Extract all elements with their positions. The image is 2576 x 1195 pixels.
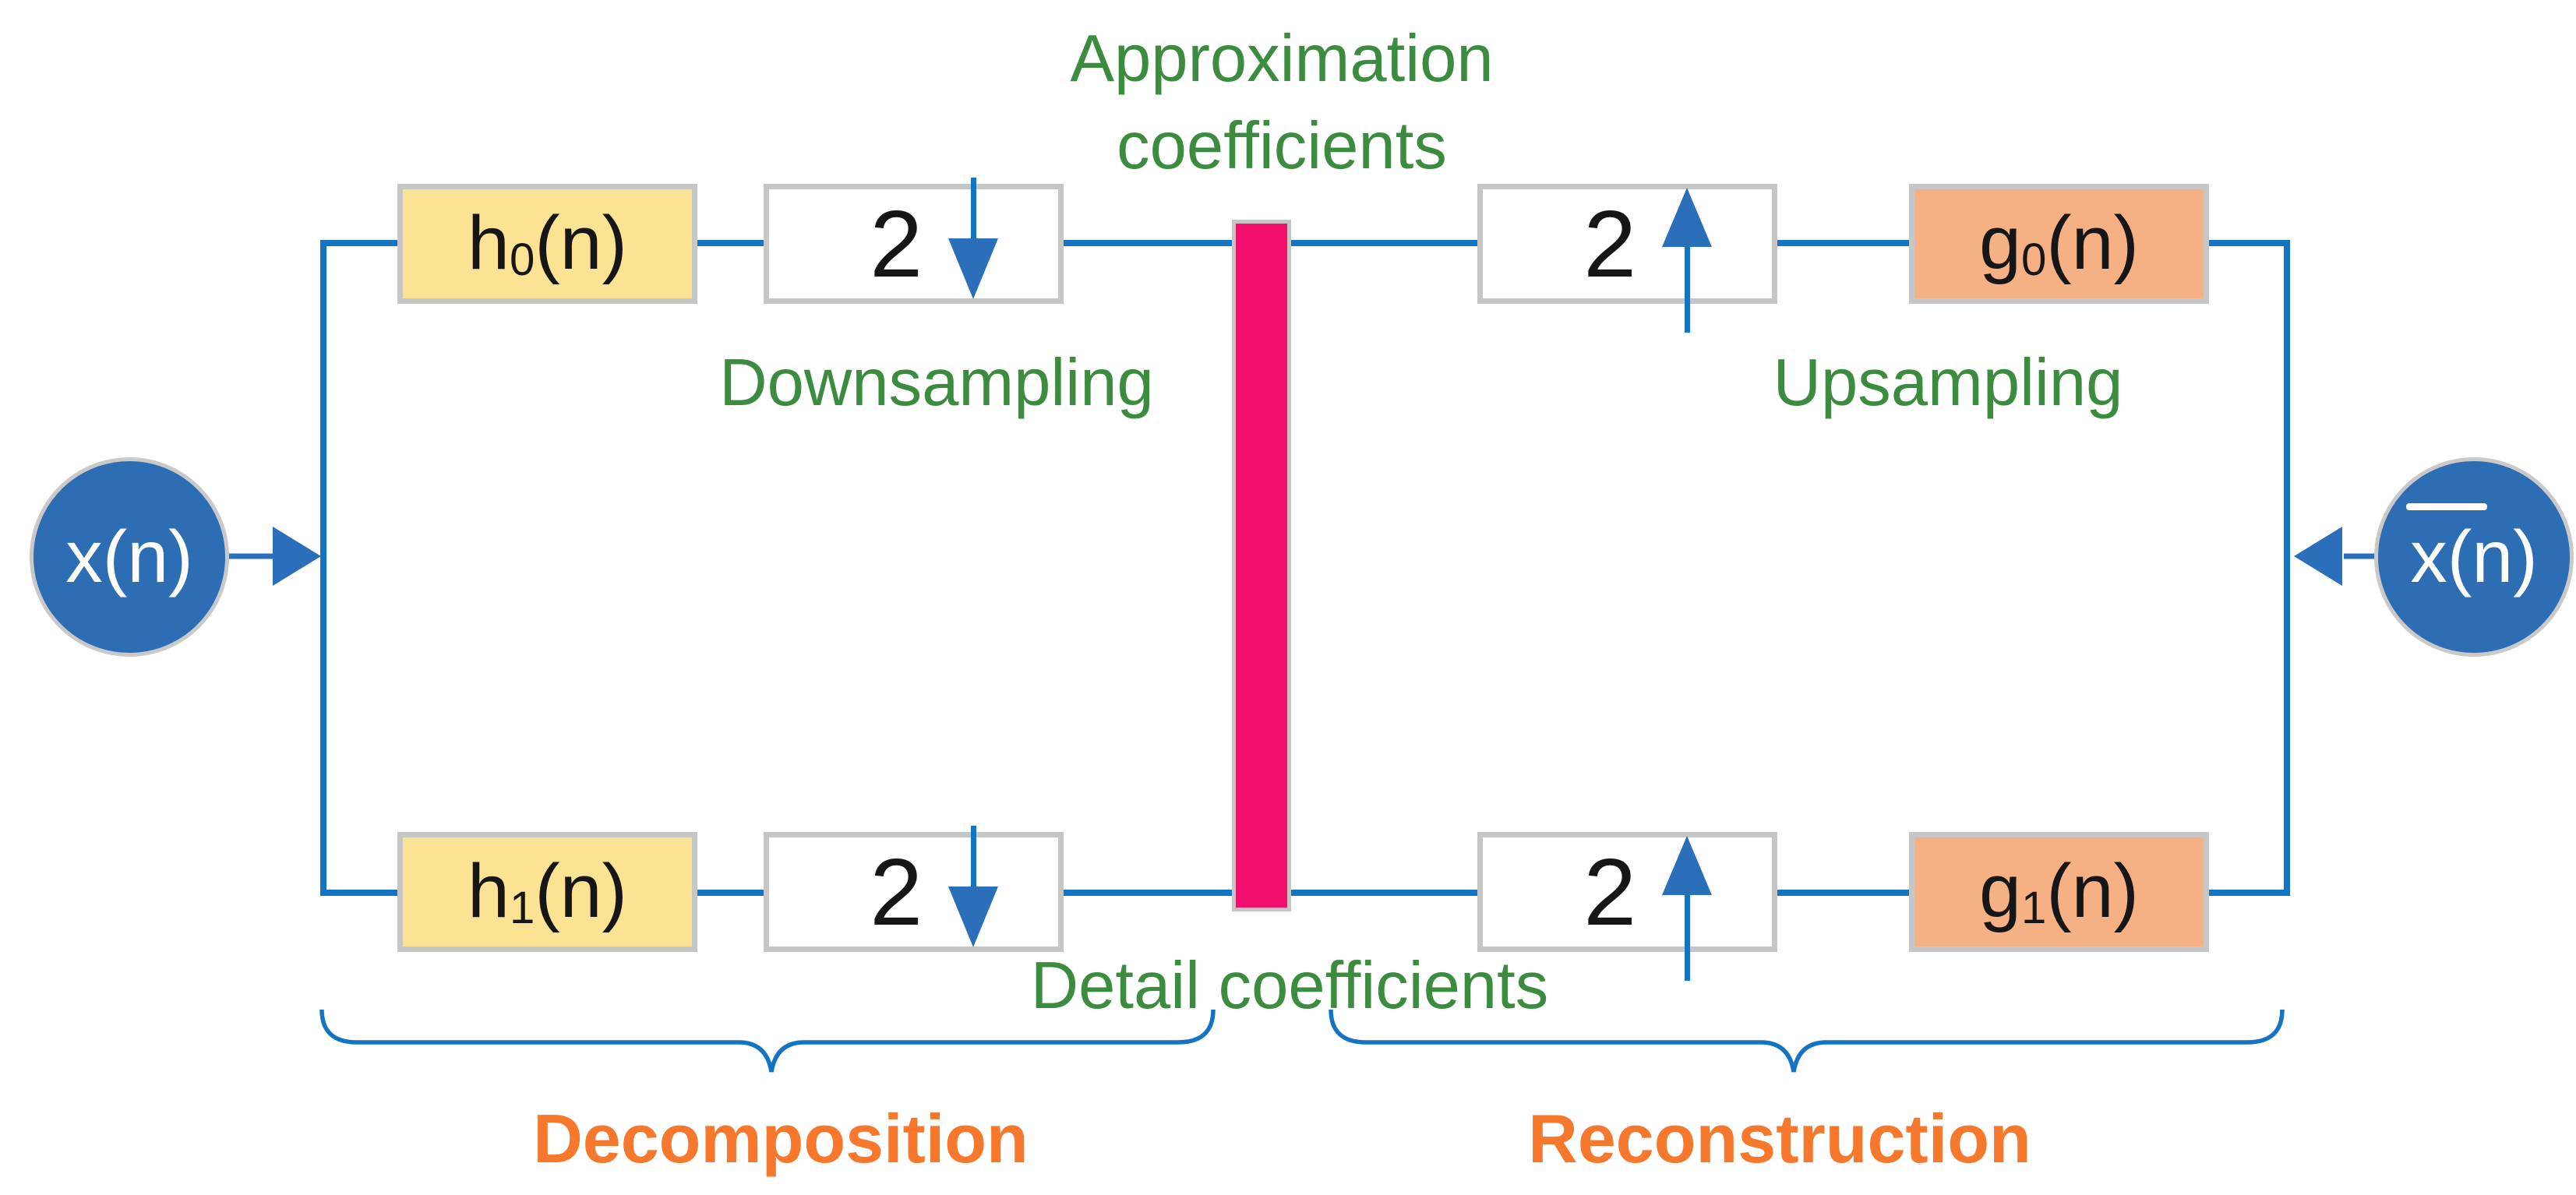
output-arrowhead-icon: [2294, 527, 2342, 586]
decomposition-brace: [319, 1009, 1216, 1073]
upsampling-label: Upsampling: [1773, 346, 2123, 420]
output-node: x(n): [2374, 457, 2574, 657]
filter-box-h0: h0(n): [397, 184, 697, 304]
downsample-factor: 2: [870, 191, 923, 297]
approximation-line1: Approximation: [1070, 22, 1494, 96]
filter-box-g0: g0(n): [1909, 184, 2209, 304]
up-arrow-tail: [1684, 894, 1690, 981]
output-node-label: x(n): [2410, 515, 2538, 598]
down-arrow-icon: [947, 238, 998, 299]
downsample-factor: 2: [870, 839, 923, 945]
subscript: 0: [510, 234, 535, 285]
filter-label-g0: g0(n): [1979, 199, 2139, 285]
filter-box-g1: g1(n): [1909, 832, 2209, 952]
detail-coefficients-label: Detail coefficients: [1030, 949, 1549, 1023]
subscript: 0: [2021, 234, 2047, 285]
output-overbar: [2406, 503, 2487, 510]
down-arrow-icon: [947, 887, 998, 947]
down-arrow-tail: [970, 826, 976, 894]
upsample-factor: 2: [1583, 191, 1637, 297]
upsample-factor: 2: [1583, 839, 1637, 945]
up-arrow-icon: [1661, 836, 1712, 895]
approximation-coefficients-label: Approximation coefficients: [1070, 16, 1493, 190]
down-arrow-tail: [970, 178, 976, 246]
decomposition-label: Decomposition: [533, 1100, 1029, 1177]
up-arrow-tail: [1684, 245, 1690, 333]
reconstruction-label: Reconstruction: [1528, 1100, 2031, 1177]
filter-label-g1: g1(n): [1979, 848, 2139, 933]
input-node-label: x(n): [65, 515, 193, 598]
reconstruction-brace: [1329, 1009, 2285, 1073]
downsampling-label: Downsampling: [719, 346, 1154, 420]
subscript: 1: [2021, 882, 2047, 933]
filter-label-h0: h0(n): [468, 199, 627, 285]
downsampler-top-box: 2: [764, 178, 1064, 304]
coefficients-bar: [1232, 220, 1291, 911]
subscript: 1: [510, 882, 535, 933]
input-node: x(n): [30, 457, 229, 657]
upsampler-bottom-box: 2: [1477, 832, 1777, 981]
downsampler-bottom-box: 2: [764, 826, 1064, 952]
filter-label-h1: h1(n): [468, 848, 627, 933]
upsampler-top-box: 2: [1477, 184, 1777, 333]
filter-box-h1: h1(n): [397, 832, 697, 952]
approximation-line2: coefficients: [1117, 109, 1447, 183]
up-arrow-icon: [1661, 188, 1712, 247]
input-arrowhead-icon: [273, 527, 321, 586]
